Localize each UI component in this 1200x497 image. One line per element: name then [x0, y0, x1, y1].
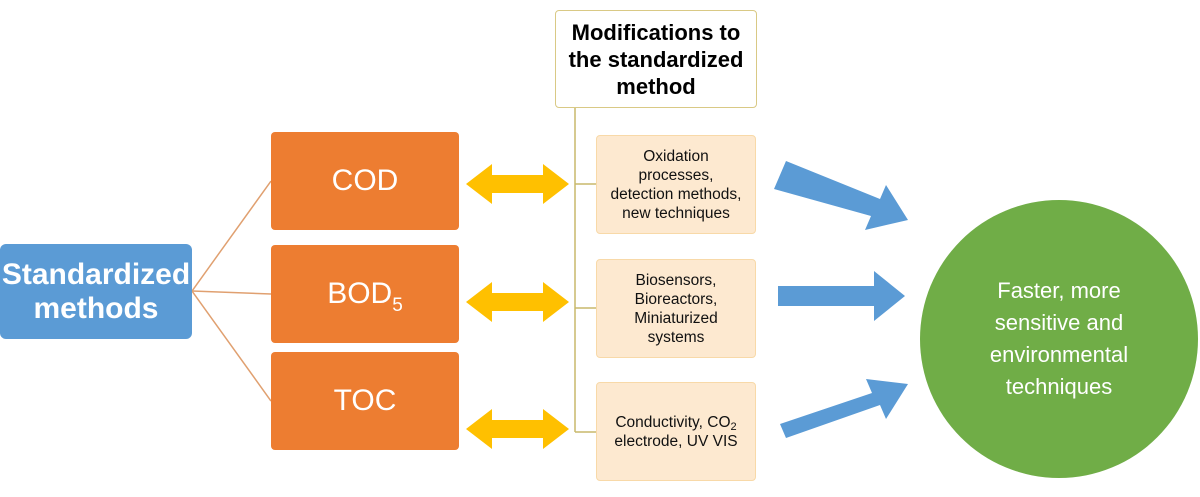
double-arrows [466, 164, 569, 449]
mod3-line-2: electrode, UV VIS [614, 432, 738, 450]
result-line-3: environmental [989, 342, 1129, 367]
modification-box-conductivity: Conductivity, CO2 electrode, UV VIS [596, 382, 756, 481]
method-connectors [191, 180, 272, 402]
standardized-line-2: methods [33, 291, 159, 325]
mod1-line-3: detection methods, [610, 185, 742, 203]
mod2-line-4: systems [647, 328, 705, 346]
double-headed-arrow-icon [466, 409, 569, 449]
toc-box: TOC [271, 352, 459, 450]
block-arrows [774, 161, 908, 438]
modifications-title-line-2: the standardized [568, 46, 744, 72]
mod1-line-4: new techniques [622, 204, 730, 222]
mod2-line-2: Bioreactors, [634, 290, 718, 308]
co2-subscript: 2 [730, 420, 737, 433]
standardized-methods-box: Standardized methods [0, 244, 192, 339]
standardized-line-1: Standardized [1, 257, 191, 291]
result-circle: Faster, more sensitive and environmental… [920, 200, 1198, 478]
modification-box-oxidation: Oxidation processes, detection methods, … [596, 135, 756, 234]
modifications-title-line-1: Modifications to [571, 19, 741, 45]
toc-label: TOC [333, 384, 397, 417]
connector-cod [191, 180, 272, 292]
mod3-line-1: Conductivity, CO2 [614, 413, 737, 433]
bod5-label: BOD5 [327, 277, 403, 315]
bod-subscript: 5 [392, 295, 403, 316]
double-headed-arrow-icon [466, 282, 569, 322]
mod1-line-1: Oxidation [643, 147, 709, 165]
result-line-1: Faster, more [997, 278, 1121, 303]
result-line-4: techniques [1005, 374, 1113, 399]
double-headed-arrow-icon [466, 164, 569, 204]
modifications-tree [574, 108, 596, 433]
block-arrow-right-icon [778, 271, 905, 321]
mod2-line-3: Miniaturized [634, 309, 718, 327]
mod1-line-2: processes, [638, 166, 714, 184]
connector-toc [191, 290, 272, 402]
connector-bod [191, 290, 272, 295]
bod-base: BOD [327, 277, 393, 310]
mod3-line-1-base: Conductivity, CO [615, 413, 731, 431]
block-arrow-right-icon [774, 161, 908, 230]
modifications-title-line-3: method [616, 73, 696, 99]
modification-box-biosensors: Biosensors, Bioreactors, Miniaturized sy… [596, 259, 756, 358]
cod-box: COD [271, 132, 459, 230]
cod-label: COD [331, 164, 399, 197]
modifications-title-box: Modifications to the standardized method [555, 10, 757, 108]
result-line-2: sensitive and [994, 310, 1124, 335]
bod5-box: BOD5 [271, 245, 459, 343]
mod2-line-1: Biosensors, [635, 271, 717, 289]
block-arrow-right-icon [780, 379, 908, 438]
